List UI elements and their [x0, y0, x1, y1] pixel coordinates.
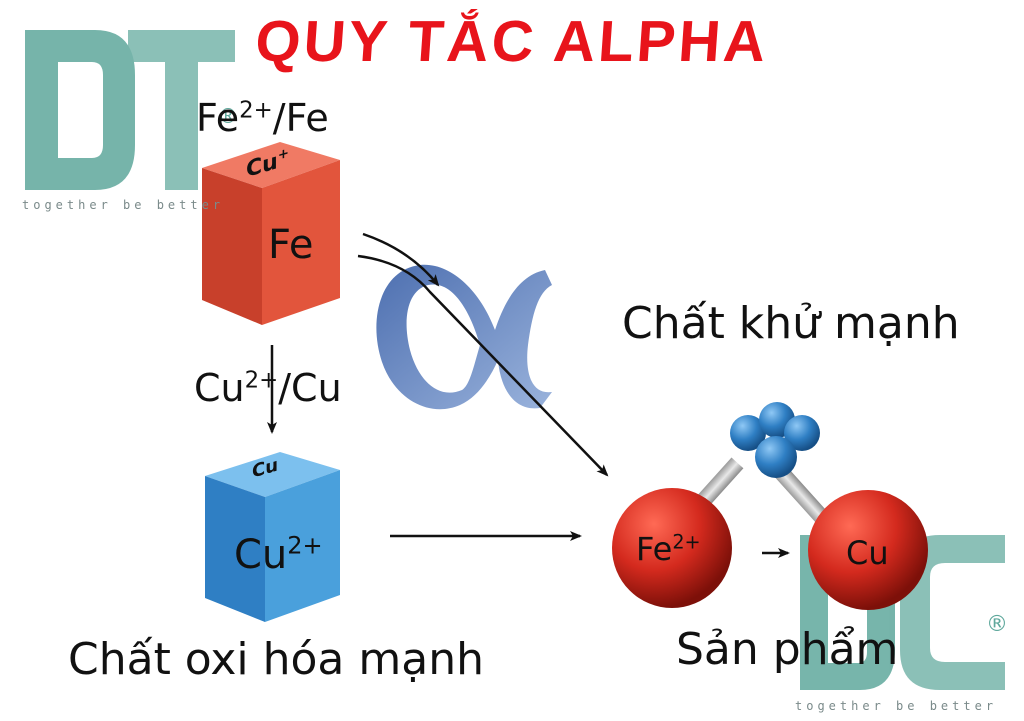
arrow-fe-curved-to-alpha [362, 232, 440, 287]
label-cu-pair-main: Cu [194, 366, 245, 410]
watermark-logo-t [128, 30, 235, 190]
label-cu-pair-sup: 2+ [244, 367, 279, 394]
cube-fe-side-face [262, 160, 340, 325]
label-fe-pair: Fe2+/Fe [196, 96, 329, 140]
label-cu-pair: Cu2+/Cu [194, 366, 342, 410]
watermark-logo-d [25, 30, 135, 190]
cube-cu-top-face [205, 452, 340, 497]
label-fe-pair-main: Fe [196, 96, 240, 140]
watermark-tagline-bottom: together be better [795, 699, 998, 713]
cube-fe-front-label: Fe [268, 222, 314, 268]
label-strong-oxidizer: Chất oxi hóa mạnh [68, 634, 484, 685]
cube-cu-front-label: Cu2+ [234, 532, 323, 578]
cube-cu-front-face [205, 476, 265, 622]
atom-cu-label: Cu [846, 534, 889, 572]
watermark-logo-c [900, 535, 1005, 690]
cluster-ball-3 [784, 415, 820, 451]
atom-fe-label: Fe2+ [636, 530, 701, 568]
product-molecule [612, 402, 928, 610]
cluster-ball-1 [730, 415, 766, 451]
cube-fe-top-sup: + [277, 145, 289, 164]
cube-fe-front-face [202, 168, 262, 325]
cube-cu-front-sup: 2+ [287, 531, 323, 560]
label-strong-reducer: Chất khử mạnh [622, 298, 960, 349]
cluster-ball-4 [755, 436, 797, 478]
cube-cu-front-text: Cu [234, 532, 288, 578]
alpha-symbol-graphic [376, 264, 552, 410]
cube-fe-top-face [202, 142, 340, 188]
label-cu-pair-rest: /Cu [278, 366, 342, 410]
page-title: QUY TẮC ALPHA [253, 9, 771, 74]
arrow-fe-to-product [357, 254, 609, 477]
atom-fe-sup: 2+ [672, 530, 701, 554]
watermark-tagline-top: together be better [22, 198, 225, 212]
label-fe-pair-rest: /Fe [272, 96, 329, 140]
arrows [267, 232, 790, 558]
cube-cu-side-face [265, 470, 340, 622]
label-fe-pair-sup: 2+ [239, 97, 273, 124]
atom-cu [808, 490, 928, 610]
watermark-top-left [25, 30, 235, 190]
registered-mark-top: ® [218, 104, 238, 128]
registered-mark-bottom: ® [986, 612, 1008, 637]
cube-fe [202, 142, 340, 325]
cube-cu [205, 452, 340, 622]
atom-fe [612, 488, 732, 608]
atom-fe-text: Fe [636, 530, 673, 568]
label-product: Sản phẩm [676, 624, 899, 675]
